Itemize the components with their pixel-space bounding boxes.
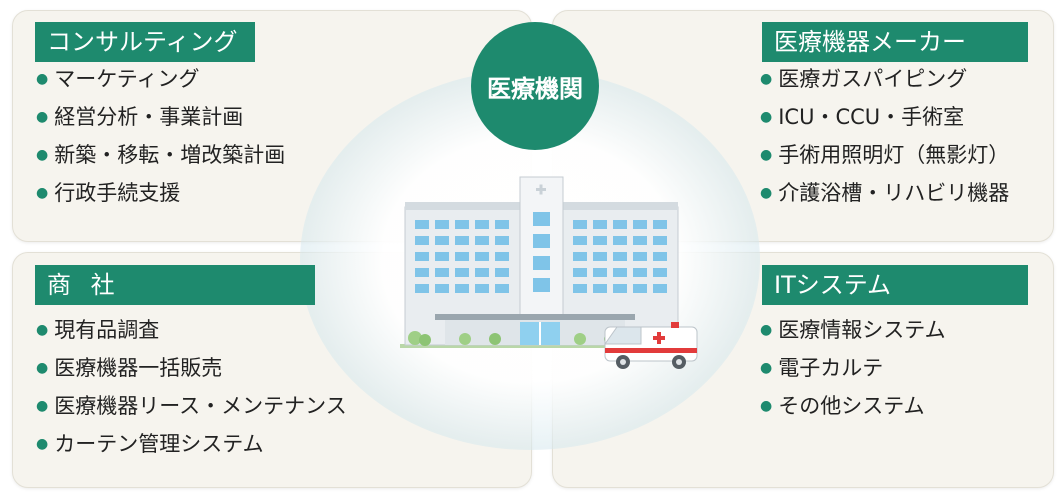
bullet-icon: ●: [36, 398, 49, 414]
list-item: ●医療機器一括販売: [36, 356, 223, 380]
trading-item-list: ●現有品調査 ●医療機器一括販売 ●医療機器リース・メンテナンス ●カーテン管理…: [36, 311, 347, 463]
list-item: ●行政手続支援: [36, 181, 181, 205]
consulting-header: コンサルティング: [35, 22, 255, 62]
bullet-icon: ●: [36, 185, 49, 201]
it-header: ITシステム: [762, 265, 1028, 305]
maker-header: 医療機器メーカー: [762, 22, 1028, 62]
maker-item-list: ●医療ガスパイピング ●ICU・CCU・手術室 ●手術用照明灯（無影灯） ●介護…: [760, 60, 1009, 212]
list-item: ●経営分析・事業計画: [36, 105, 244, 129]
bullet-icon: ●: [36, 436, 49, 452]
list-item: ●電子カルテ: [760, 356, 884, 380]
trading-header: 商 社: [35, 265, 315, 305]
bullet-icon: ●: [760, 185, 773, 201]
bullet-icon: ●: [36, 322, 49, 338]
list-item: ●医療ガスパイピング: [760, 67, 968, 91]
list-item: ●カーテン管理システム: [36, 432, 264, 456]
list-item: ●介護浴槽・リハビリ機器: [760, 181, 1010, 205]
list-item: ●新築・移転・増改築計画: [36, 143, 286, 167]
hospital-building-icon: [400, 176, 679, 348]
bullet-icon: ●: [36, 360, 49, 376]
bullet-icon: ●: [36, 71, 49, 87]
medical-institution-circle: 医療機関: [471, 22, 599, 150]
bullet-icon: ●: [36, 109, 49, 125]
list-item: ●医療機器リース・メンテナンス: [36, 394, 347, 418]
consulting-item-list: ●マーケティング ●経営分析・事業計画 ●新築・移転・増改築計画 ●行政手続支援: [36, 60, 285, 212]
list-item: ●その他システム: [760, 394, 925, 418]
bullet-icon: ●: [760, 147, 773, 163]
bullet-icon: ●: [760, 322, 773, 338]
list-item: ●手術用照明灯（無影灯）: [760, 143, 1010, 167]
bullet-icon: ●: [36, 147, 49, 163]
list-item: ●ICU・CCU・手術室: [760, 105, 965, 129]
bullet-icon: ●: [760, 71, 773, 87]
list-item: ●医療情報システム: [760, 318, 946, 342]
it-item-list: ●医療情報システム ●電子カルテ ●その他システム: [760, 311, 946, 425]
ambulance-icon: [604, 322, 698, 369]
hospital-illustration: [400, 176, 698, 369]
list-item: ●現有品調査: [36, 318, 160, 342]
bullet-icon: ●: [760, 109, 773, 125]
bullet-icon: ●: [760, 360, 773, 376]
list-item: ●マーケティング: [36, 67, 200, 91]
bullet-icon: ●: [760, 398, 773, 414]
